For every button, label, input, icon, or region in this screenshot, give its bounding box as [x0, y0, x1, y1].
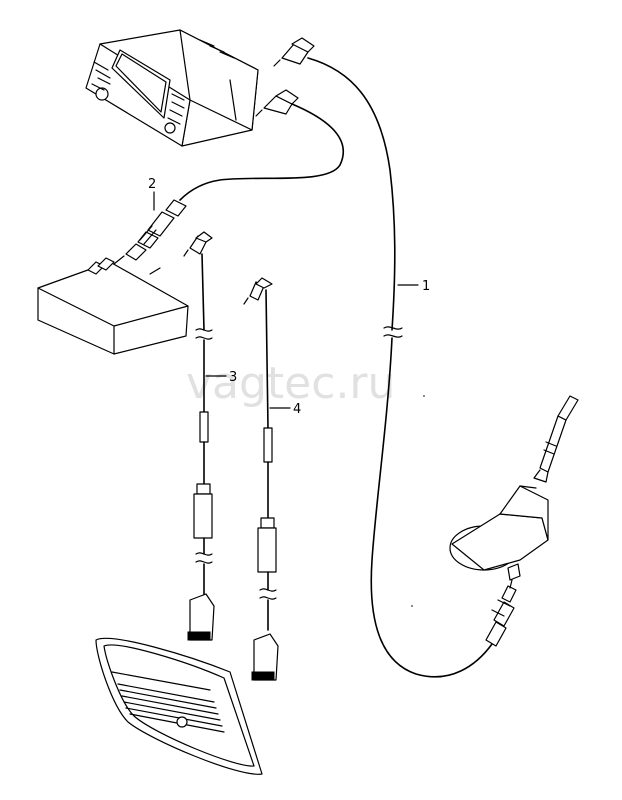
cable-1	[273, 37, 517, 678]
roof-antenna	[449, 395, 579, 589]
rear-window-antenna-glass	[95, 637, 263, 775]
callout-1-label: 1	[422, 279, 430, 294]
callout-2: 2	[148, 177, 156, 211]
callout-1: 1	[397, 279, 430, 294]
callout-3: 3	[205, 370, 237, 385]
amplifier-control-box	[37, 257, 189, 355]
cable-2	[113, 89, 345, 265]
callout-4: 4	[269, 402, 301, 417]
cable-3	[183, 231, 215, 641]
watermark: vagtec.ru	[186, 358, 395, 409]
cable-4	[243, 277, 279, 681]
callout-2-label: 2	[148, 177, 156, 192]
callout-3-label: 3	[229, 370, 237, 385]
callout-4-label: 4	[293, 402, 301, 417]
radio-navigation-unit	[85, 29, 259, 147]
